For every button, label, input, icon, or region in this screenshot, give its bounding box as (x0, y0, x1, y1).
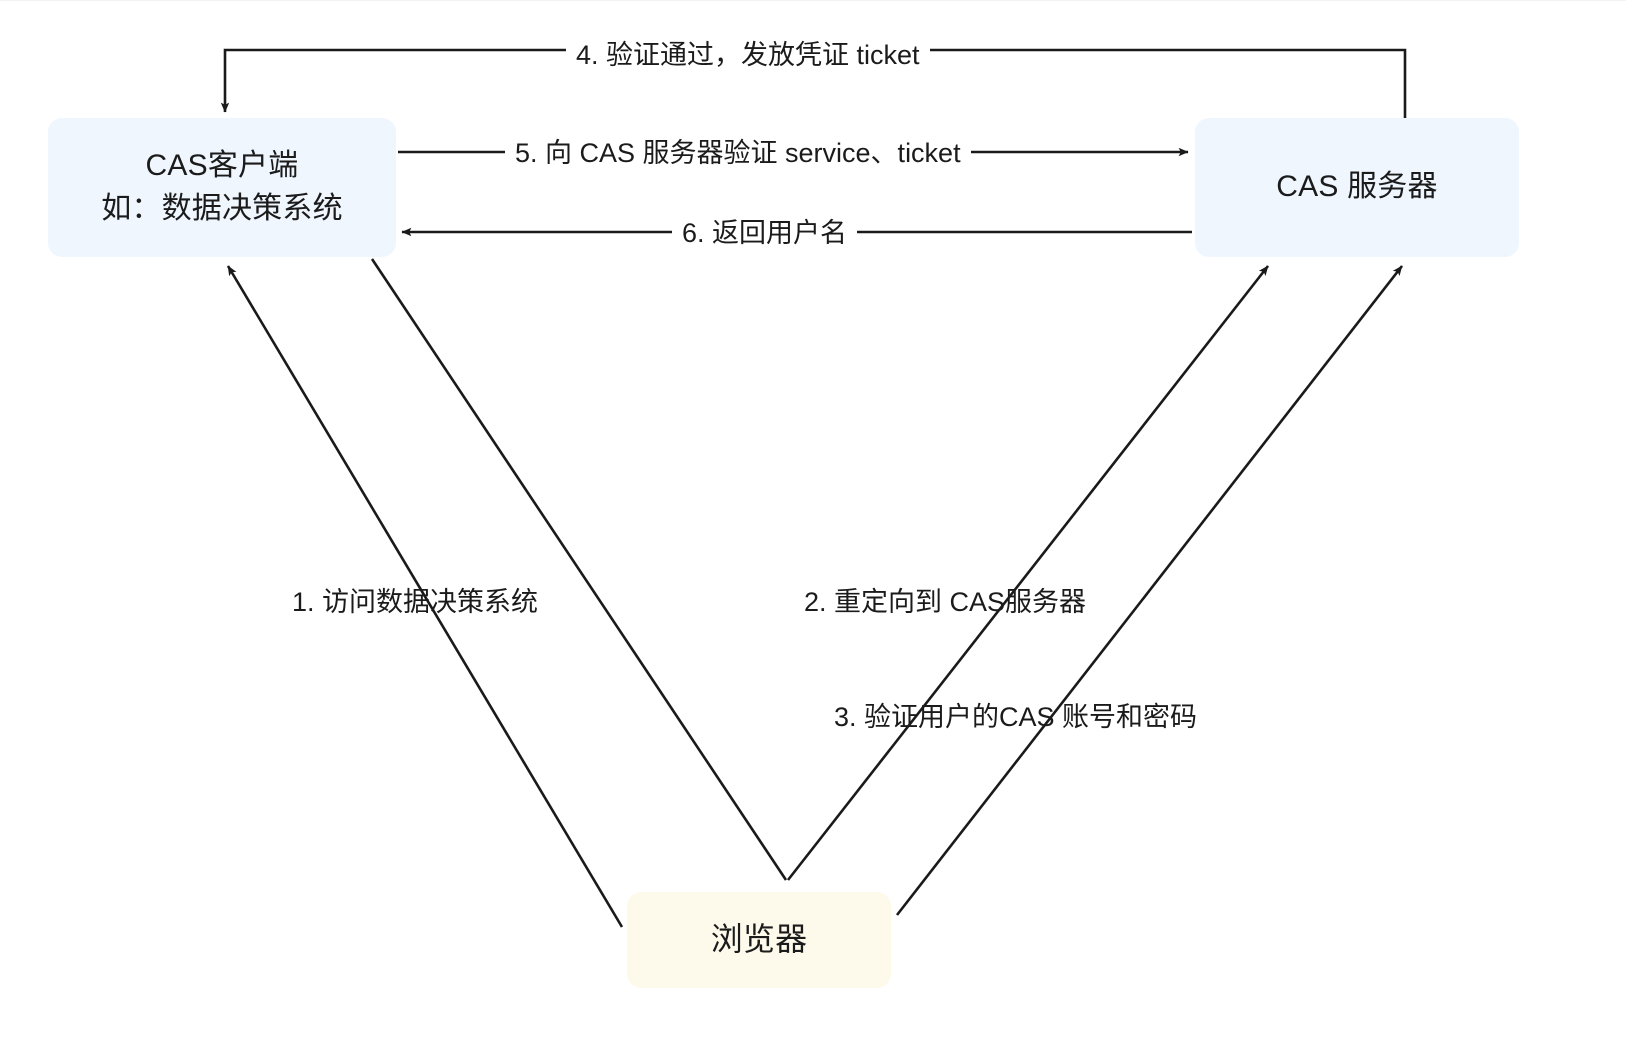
node-browser-label: 浏览器 (710, 921, 808, 958)
node-browser[interactable]: 浏览器 (627, 892, 891, 988)
edge-1-label: 1. 访问数据决策系统 (292, 587, 539, 617)
edge-2-label: 2. 重定向到 CAS服务器 (804, 587, 1087, 617)
edge-5-label: 5. 向 CAS 服务器验证 service、ticket (505, 136, 971, 172)
node-cas-client-line-1: CAS客户端 (145, 148, 299, 182)
node-cas-client-line-2: 如：数据决策系统 (101, 191, 343, 225)
node-cas-server-label: CAS 服务器 (1276, 170, 1438, 204)
node-cas-server[interactable]: CAS 服务器 (1195, 118, 1519, 257)
edge-3-path (895, 265, 1404, 916)
top-edge-divider (0, 0, 1626, 7)
edge-3-label: 3. 验证用户的CAS 账号和密码 (834, 702, 1198, 732)
edge-2-path (786, 265, 1270, 881)
edge-6-label: 6. 返回用户名 (672, 216, 858, 252)
node-cas-client[interactable]: CAS客户端 如：数据决策系统 (48, 118, 396, 257)
edge-1-path (226, 265, 624, 928)
edge-4-label: 4. 验证通过，发放凭证 ticket (566, 38, 930, 74)
edge-client-browser-path (370, 258, 788, 881)
